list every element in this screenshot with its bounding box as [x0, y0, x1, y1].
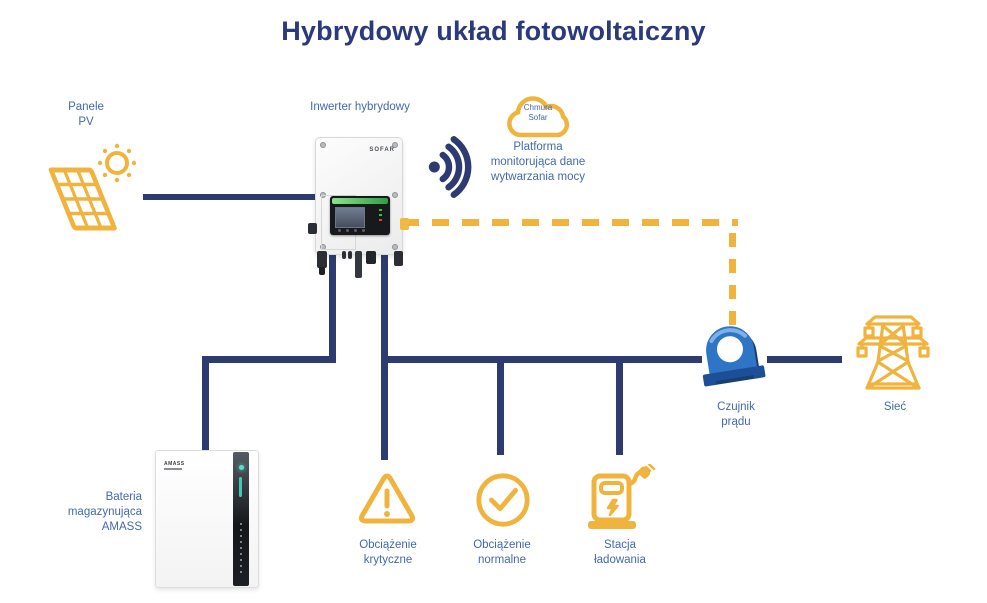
current-sensor-icon — [702, 326, 766, 387]
battery-front-strip — [233, 452, 249, 586]
charging-station-label: Stacja ładowania — [594, 539, 646, 566]
inverter-connector — [366, 251, 376, 264]
inverter-yellow-connector — [400, 218, 409, 230]
battery-logo-bar — [164, 468, 182, 470]
inverter-brand-logo: SOFAR — [369, 147, 395, 153]
grid-tower-icon — [856, 315, 930, 390]
screw-icon — [392, 244, 398, 250]
normal-load-label: Obciążenie normalne — [473, 539, 531, 566]
battery-label: Bateria magazynująca AMASS — [67, 491, 142, 533]
wifi-signal-icon — [428, 136, 472, 198]
critical-load-label: Obciążenie krytyczne — [359, 539, 417, 566]
inverter-connector — [355, 251, 362, 278]
battery-strip-text — [240, 523, 242, 575]
status-led — [379, 214, 382, 216]
screen-button — [346, 229, 349, 232]
wire-pv-to-inverter — [143, 194, 316, 200]
screw-icon — [392, 192, 398, 198]
screen-button — [354, 229, 357, 232]
cloud-label: Chmura Sofar — [523, 103, 553, 122]
cloud-description: Platforma monitorująca dane wytwarzania … — [490, 141, 586, 183]
wire-inverter-critical-load — [381, 250, 388, 460]
inverter-label: Inwerter hybrydowy — [310, 101, 410, 113]
inverter-connector — [348, 251, 352, 259]
inverter-connector — [394, 251, 403, 266]
screen-button — [362, 229, 365, 232]
inverter-device: SOFAR — [308, 137, 409, 255]
page-title: Hybrydowy układ fotowoltaiczny — [281, 16, 706, 46]
status-led — [379, 209, 382, 211]
wire-battery-horizontal — [202, 356, 336, 363]
inverter-connector — [317, 251, 327, 268]
wire-ac-bus — [385, 356, 702, 363]
inverter-connector — [342, 251, 346, 259]
inverter-connector — [319, 267, 325, 275]
screen-status-strip — [332, 198, 388, 204]
wire-charger-drop — [616, 356, 623, 455]
battery-indicator-bar — [239, 477, 242, 497]
grid-label: Sieć — [883, 401, 907, 413]
screw-icon — [392, 142, 398, 148]
wire-normal-load-drop — [497, 356, 504, 455]
ev-charger-icon — [588, 464, 656, 529]
pv-label: Panele PV — [68, 101, 104, 128]
inverter-screen — [330, 196, 390, 235]
wire-sensor-to-grid — [767, 356, 842, 363]
screw-icon — [320, 142, 326, 148]
battery-status-led — [239, 465, 244, 470]
battery-device: AMASS — [155, 450, 259, 588]
screen-button — [338, 229, 341, 232]
sun-icon — [97, 143, 137, 183]
wire-battery-down — [202, 356, 209, 452]
wire-dashed-inverter-sensor — [402, 219, 738, 226]
battery-brand-logo: AMASS — [164, 461, 185, 467]
wire-inverter-battery-drop — [329, 250, 336, 360]
current-sensor-label: Czujnik prądu — [717, 401, 755, 428]
warning-triangle-icon — [358, 473, 416, 524]
solar-panel-icon — [48, 143, 137, 231]
inverter-lcd-display — [335, 207, 365, 228]
cloud-icon — [507, 96, 570, 138]
check-circle-icon — [476, 473, 530, 527]
wire-dashed-sensor-drop — [729, 233, 736, 326]
panel-grid — [48, 167, 117, 231]
status-led — [379, 219, 382, 221]
inverter-antenna-knob — [308, 223, 317, 234]
